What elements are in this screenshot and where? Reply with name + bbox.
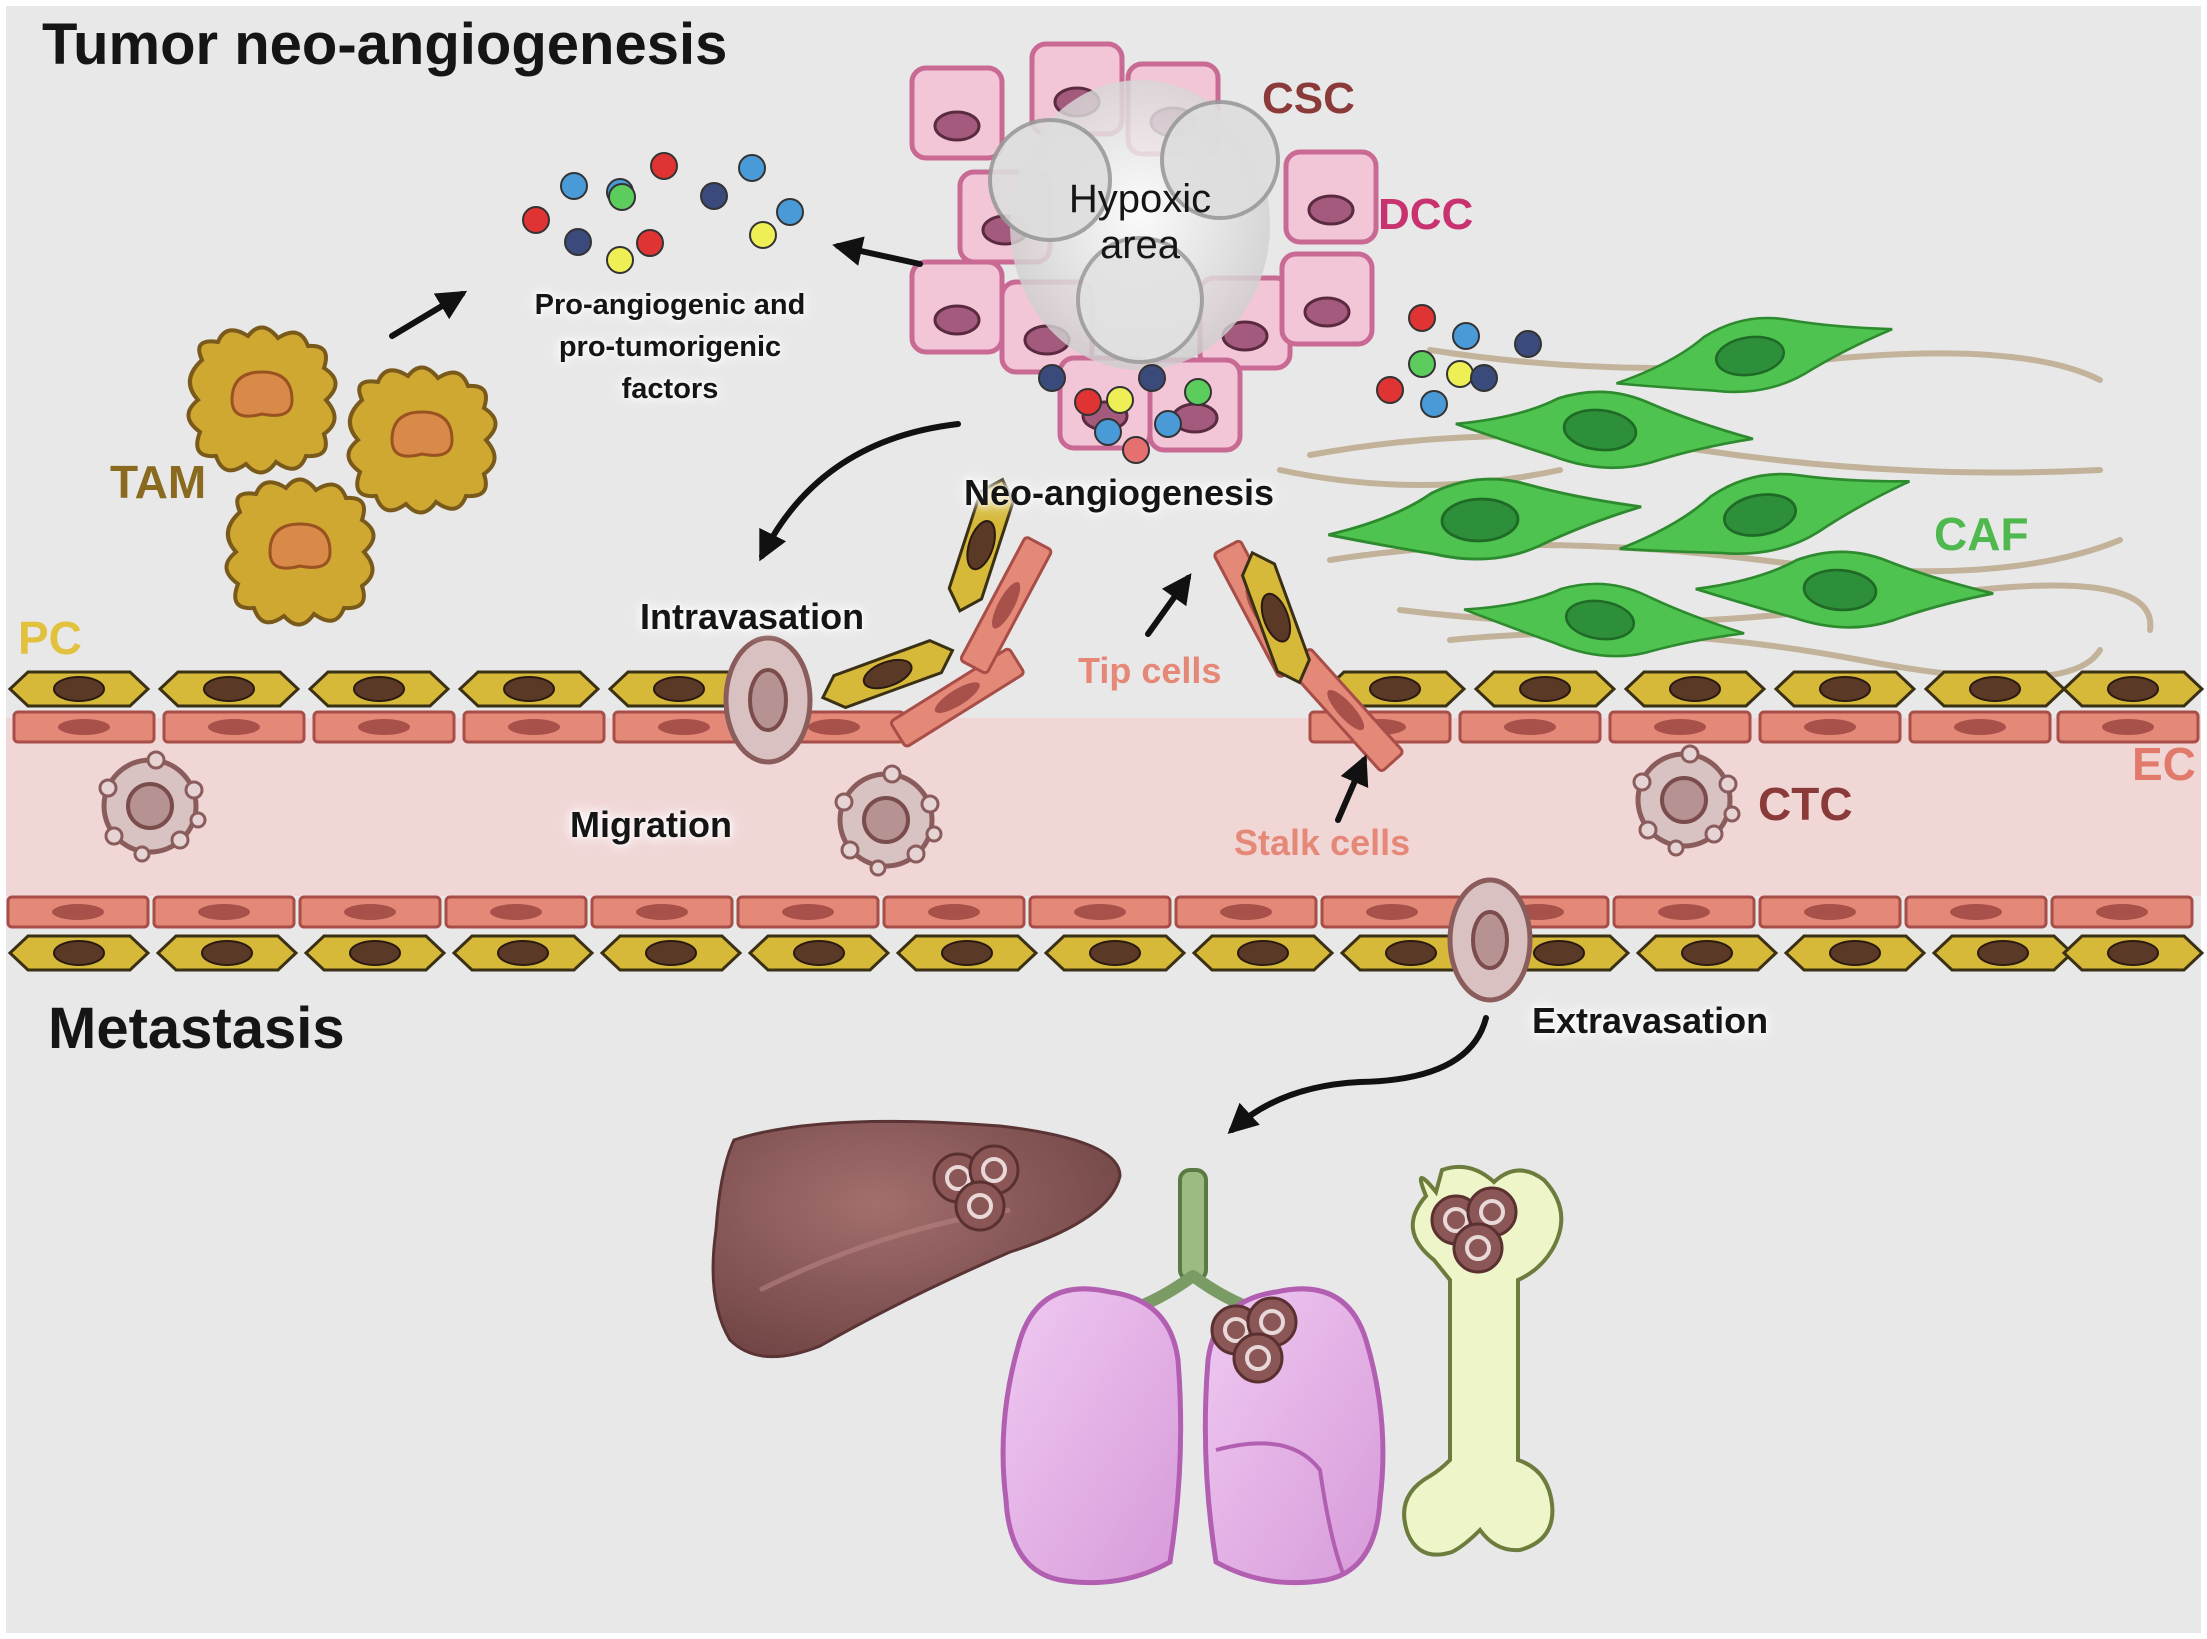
arrow-tumor-to-factors xyxy=(832,236,923,267)
label-intravasation: Intravasation xyxy=(640,596,865,637)
label-tam: TAM xyxy=(110,456,207,508)
label-tip-cells: Tip cells xyxy=(1078,650,1222,691)
arrow-to-intravasation xyxy=(759,421,961,562)
lungs-icon xyxy=(1000,1168,1386,1586)
pericytes-lower xyxy=(8,934,2204,972)
factor-dots-right xyxy=(1376,304,1542,418)
arrow-tip-cells xyxy=(1145,573,1192,637)
arrows xyxy=(389,236,1489,1135)
bone-icon xyxy=(1402,1165,1564,1557)
label-migration: Migration xyxy=(570,804,732,845)
label-csc: CSC xyxy=(1262,74,1355,123)
title-tumor-neo-angiogenesis: Tumor neo-angiogenesis xyxy=(42,12,728,77)
label-factors-line2: pro-tumorigenic xyxy=(558,331,782,364)
label-dcc: DCC xyxy=(1378,190,1474,239)
factor-dots-left xyxy=(522,152,804,274)
label-factors-line3: factors xyxy=(621,373,719,406)
label-hypoxic-area: Hypoxic area xyxy=(1040,176,1240,268)
label-factors-line1: Pro-angiogenic and xyxy=(534,289,806,321)
label-neo-angiogenesis: Neo-angiogenesis xyxy=(964,472,1275,513)
arrow-to-organs xyxy=(1227,1015,1489,1135)
label-hypoxic-line1: Hypoxic xyxy=(1068,177,1212,221)
title-metastasis: Metastasis xyxy=(48,996,345,1061)
factor-dots-tumor xyxy=(1038,364,1212,464)
vessel-lumen xyxy=(6,718,2201,896)
endothelium-lower xyxy=(6,895,2194,929)
label-factors: Pro-angiogenic and pro-tumorigenic facto… xyxy=(510,284,830,410)
label-stalk-cells: Stalk cells xyxy=(1234,822,1411,863)
label-hypoxic-line2: area xyxy=(1099,223,1181,267)
label-extravasation: Extravasation xyxy=(1532,1000,1769,1041)
label-pc: PC xyxy=(18,612,82,664)
label-ec: EC xyxy=(2132,738,2196,790)
arrow-tam-to-factors xyxy=(389,290,468,339)
liver-icon xyxy=(711,1119,1122,1359)
label-caf: CAF xyxy=(1934,508,2029,560)
label-ctc: CTC xyxy=(1758,778,1853,830)
tumor-mass xyxy=(912,44,1376,450)
arrow-stalk-cells xyxy=(1335,754,1369,823)
